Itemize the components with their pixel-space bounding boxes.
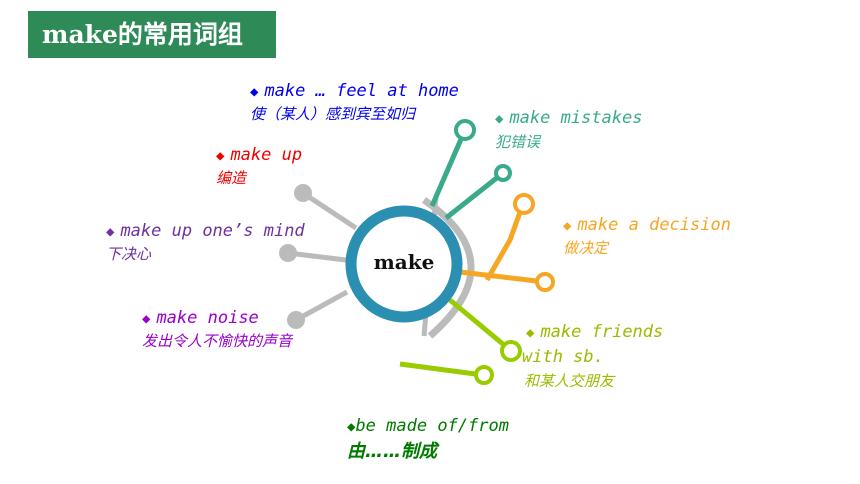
node-orange-2 [535, 272, 555, 292]
spoke-lime-1 [448, 298, 512, 352]
phrase-noise-zh: 发出令人不愉快的声音 [142, 332, 293, 350]
phrase-en: be made of/from [355, 416, 509, 436]
phrase-en: make up one’s mind [120, 221, 305, 241]
spoke-teal-1 [429, 129, 468, 207]
phrase-noise: ◆ make noise [142, 308, 259, 329]
phrase-en: make up [230, 145, 303, 165]
phrase-feel-at-home: ◆ make … feel at home [250, 81, 459, 102]
bullet-icon: ◆ [563, 218, 572, 234]
phrase-mistakes-zh: 犯错误 [495, 133, 541, 151]
phrase-mind-zh: 下决心 [106, 245, 152, 263]
phrase-friends: ◆ make friends [526, 322, 663, 343]
phrase-friends-line2: with sb. [522, 347, 604, 367]
bullet-icon: ◆ [250, 84, 259, 100]
phrase-made-of-zh: 由……制成 [347, 441, 437, 462]
node-lime-2 [474, 365, 494, 385]
phrase-make-up: ◆ make up [216, 145, 302, 166]
phrase-make-up-zh: 编造 [216, 169, 247, 187]
phrase-mistakes: ◆ make mistakes [495, 108, 643, 129]
phrase-en: make mistakes [509, 108, 643, 128]
bullet-icon: ◆ [142, 311, 151, 327]
phrase-en: make friends [540, 322, 664, 342]
node-teal-2 [494, 164, 512, 182]
phrase-en: make noise [156, 308, 259, 328]
spoke-gray-2 [287, 250, 347, 263]
phrase-made-of: ◆be made of/from [347, 416, 509, 437]
spoke-gray-1 [301, 190, 358, 231]
node-teal-1 [454, 119, 476, 141]
node-gray-3 [287, 311, 305, 329]
node-orange-1 [513, 193, 535, 215]
gray-arc-wedge [422, 197, 475, 339]
node-lime-1 [500, 340, 522, 362]
node-gray-1 [294, 184, 312, 202]
spoke-gray-3 [294, 289, 349, 323]
phrase-friends-zh: 和某人交朋友 [524, 372, 615, 390]
spoke-lime-2 [399, 361, 484, 378]
spoke-orange-1 [484, 203, 526, 282]
spoke-orange-2 [459, 269, 546, 285]
bullet-icon: ◆ [216, 148, 225, 164]
phrase-en: make a decision [577, 215, 731, 235]
bullet-icon: ◆ [106, 224, 115, 240]
bullet-icon: ◆ [526, 325, 535, 341]
phrase-feel-at-home-zh: 使（某人）感到宾至如归 [250, 105, 416, 123]
bullet-icon: ◆ [347, 419, 356, 435]
phrase-mind: ◆ make up one’s mind [106, 221, 305, 242]
phrase-decision-zh: 做决定 [563, 239, 609, 257]
spoke-teal-2 [444, 171, 505, 220]
page-title: make的常用词组 [28, 11, 276, 58]
node-gray-2 [279, 244, 297, 262]
center-word: make [373, 250, 435, 274]
bullet-icon: ◆ [495, 111, 504, 127]
phrase-decision: ◆ make a decision [563, 215, 731, 236]
phrase-en: make … feel at home [264, 81, 459, 101]
center-ring [345, 205, 463, 323]
